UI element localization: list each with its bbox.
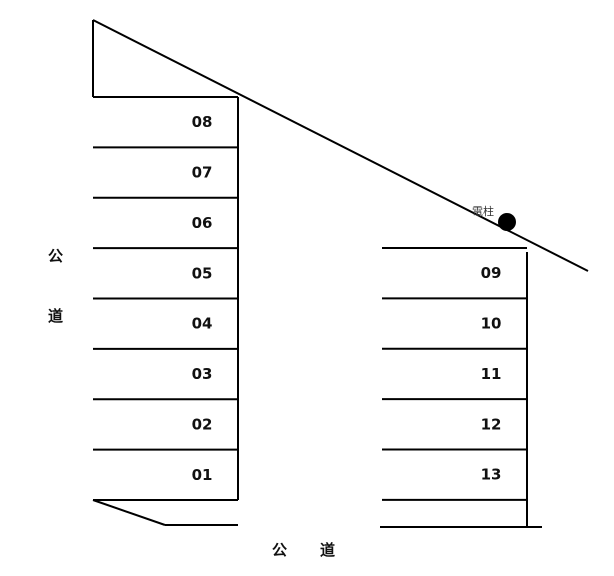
parking-space-11: 11 [481, 365, 502, 383]
parking-space-05: 05 [192, 264, 213, 282]
parking-space-01: 01 [192, 466, 213, 484]
parking-space-04: 04 [192, 315, 213, 333]
parking-space-07: 07 [192, 164, 213, 182]
road-bottom-char-1: 公 [272, 541, 287, 559]
utility-pole-label: 電柱 [472, 204, 494, 218]
parking-space-09: 09 [481, 264, 502, 282]
left-stall-dividers [93, 146, 238, 501]
parking-space-10: 10 [481, 315, 502, 333]
parking-space-08: 08 [192, 113, 213, 131]
right-stall-dividers [382, 247, 527, 501]
road-bottom-char-2: 道 [320, 541, 335, 559]
parking-space-02: 02 [192, 415, 213, 433]
road-left-char-1: 公 [48, 247, 63, 265]
left-stall-labels: 08 07 06 05 04 03 02 01 [192, 113, 213, 484]
bottom-left-slant [92, 499, 166, 526]
road-left-char-2: 道 [48, 307, 63, 325]
diagonal-boundary-line [92, 19, 589, 272]
parking-space-06: 06 [192, 214, 213, 232]
right-stall-labels: 09 10 11 12 13 [481, 264, 502, 484]
parking-space-13: 13 [481, 466, 502, 484]
utility-pole-icon [498, 213, 516, 231]
parking-space-12: 12 [481, 415, 502, 433]
parking-space-03: 03 [192, 365, 213, 383]
